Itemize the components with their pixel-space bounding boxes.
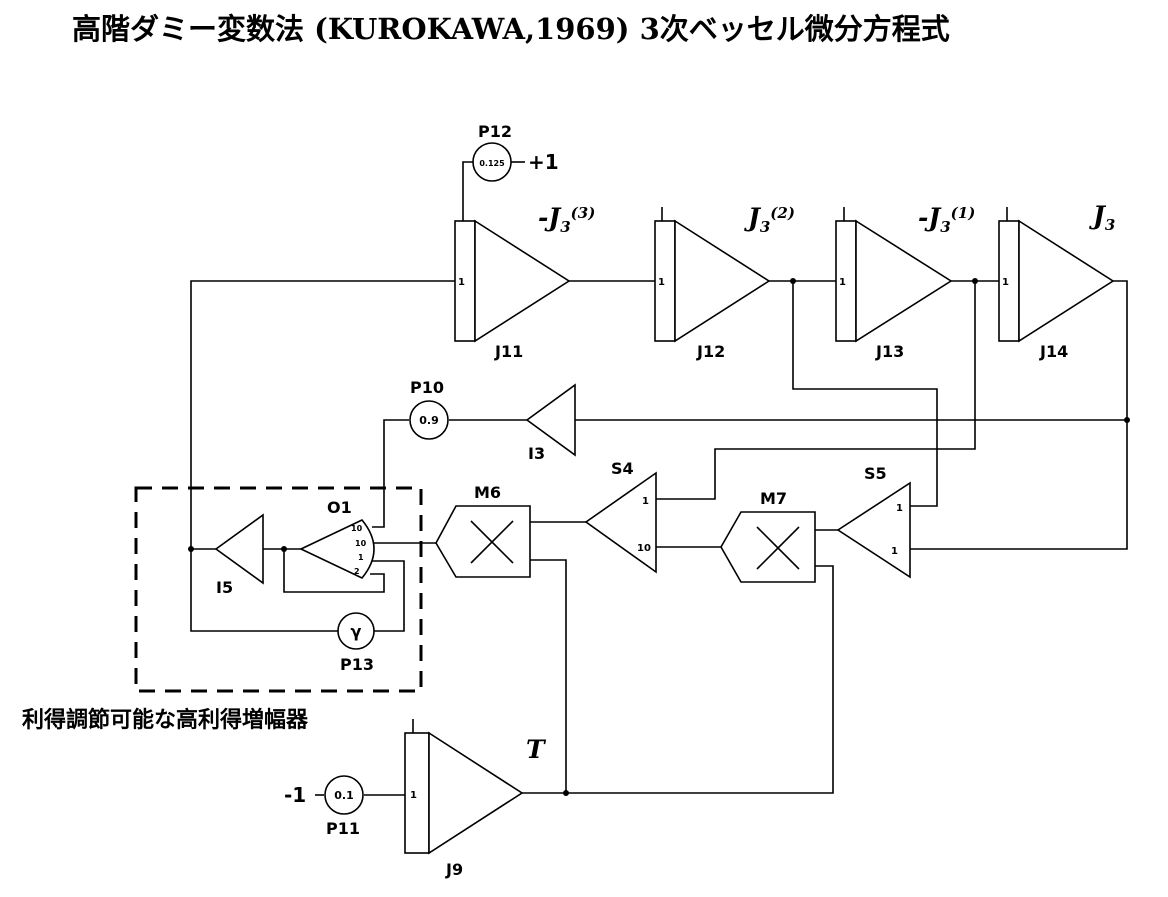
integrator-input-label: 1 [658, 277, 665, 288]
summer-id-label: S5 [864, 464, 887, 483]
integrator-id-label: J9 [445, 860, 463, 879]
integrator-j13: 1 J13 -J3(1) [835, 203, 975, 361]
potentiometer-id-label: P13 [340, 655, 374, 674]
potentiometer-value: 0.1 [334, 789, 354, 802]
integrator-j11: 1 J11 -J3(3) [454, 203, 595, 361]
integrator-j14: 1 J14 J3 [998, 201, 1115, 361]
opamp-input-label: 1 [358, 553, 364, 562]
summer-input-label: 1 [891, 546, 898, 557]
potentiometer-p13: γ P13 [337, 612, 375, 674]
gain-amplifier-caption: 利得調節可能な高利得増幅器 [22, 707, 309, 733]
summer-input-label: 10 [637, 543, 651, 554]
summer-id-label: S4 [611, 459, 634, 478]
opamp-input-label: 10 [351, 524, 363, 533]
wire-o1-self [283, 549, 385, 593]
integrator-id-label: J13 [875, 342, 904, 361]
multiplier-id-label: M6 [474, 483, 501, 502]
potentiometer-value: 0.125 [479, 159, 505, 168]
potentiometer-p12: 0.125 P12 +1 [472, 122, 559, 182]
integrator-input-label: 1 [458, 277, 465, 288]
output-signal-superscript: (2) [770, 204, 795, 222]
potentiometer-id-label: P10 [410, 378, 444, 397]
integrator-id-label: J14 [1039, 342, 1068, 361]
integrator-input-label: 1 [410, 790, 417, 801]
wire-o1-p13 [372, 560, 405, 632]
potentiometer-id-label: P12 [478, 122, 512, 141]
output-signal-superscript: (1) [951, 204, 976, 222]
svg-text:-J3(3): -J3(3) [538, 203, 595, 236]
summer-s5: 1 1 S5 [836, 464, 911, 579]
integrator-j9: 1 J9 T [404, 731, 547, 879]
junction-dot [281, 546, 287, 552]
junction-dots [188, 278, 1130, 796]
potentiometer-p10: 0.9 P10 [409, 378, 449, 440]
multiplier-m7: M7 [720, 489, 816, 583]
svg-text:J3: J3 [1089, 201, 1115, 234]
wire-j13-to-s4 [656, 281, 976, 500]
potentiometer-value: 0.9 [419, 414, 439, 427]
inverter-i5: I5 [214, 513, 264, 597]
output-signal-subscript: 3 [560, 218, 570, 236]
wire-p12-j11 [462, 161, 473, 221]
output-signal-label: J [744, 203, 762, 232]
inverter-id-label: I3 [528, 444, 545, 463]
junction-dot [188, 546, 194, 552]
integrator-id-label: J11 [494, 342, 523, 361]
output-signal-superscript: (3) [571, 204, 596, 222]
integrator-input-label: 1 [1002, 277, 1009, 288]
summer-input-label: 1 [896, 503, 903, 514]
source-voltage-label: -1 [284, 783, 306, 807]
output-signal-label: -J [538, 203, 562, 232]
output-signal-subscript: 3 [940, 218, 950, 236]
multiplier-m6: M6 [435, 483, 531, 578]
junction-dot [1124, 417, 1130, 423]
wire-t-m6 [530, 559, 567, 793]
integrator-id-label: J12 [696, 342, 725, 361]
potentiometer-value: γ [351, 622, 362, 641]
summer-s4: 1 10 S4 [584, 459, 657, 574]
opamp-input-label: 2 [354, 567, 360, 576]
multiplier-id-label: M7 [760, 489, 787, 508]
potentiometer-id-label: P11 [326, 819, 360, 838]
opamp-input-label: 10 [355, 539, 367, 548]
wire-j14-out [910, 280, 1128, 550]
junction-dot [972, 278, 978, 284]
wire-p10-o1 [372, 419, 409, 528]
integrator-j12: 1 J12 J3(2) [654, 203, 795, 361]
svg-text:J3(2): J3(2) [744, 203, 795, 236]
opamp-id-label: O1 [327, 498, 352, 517]
junction-dot [563, 790, 569, 796]
inverter-id-label: I5 [216, 578, 233, 597]
wires [190, 161, 1128, 796]
output-signal-label: -J [918, 203, 942, 232]
inverter-i3: I3 [525, 383, 576, 463]
wire-t-m7 [522, 565, 834, 794]
wire-feedback-to-j11 [190, 280, 455, 549]
opamp-o1: O1 10 10 1 2 [299, 498, 375, 579]
potentiometer-p11: 0.1 P11 -1 [284, 775, 364, 838]
output-signal-subscript: 3 [760, 218, 770, 236]
time-signal-label: T [526, 735, 547, 764]
summer-input-label: 1 [642, 496, 649, 507]
output-signal-label: J [1089, 201, 1107, 230]
svg-text:-J3(1): -J3(1) [918, 203, 975, 236]
source-voltage-label: +1 [528, 150, 559, 174]
wire-p13-loop [190, 549, 338, 632]
output-signal-subscript: 3 [1105, 216, 1115, 234]
integrator-input-label: 1 [839, 277, 846, 288]
wire-j12-to-s5 [792, 281, 938, 507]
diagram-title: 高階ダミー変数法 (KUROKAWA,1969) 3次ベッセル微分方程式 [72, 12, 950, 46]
junction-dot [790, 278, 796, 284]
gain-amplifier-dashed-box [134, 486, 423, 693]
